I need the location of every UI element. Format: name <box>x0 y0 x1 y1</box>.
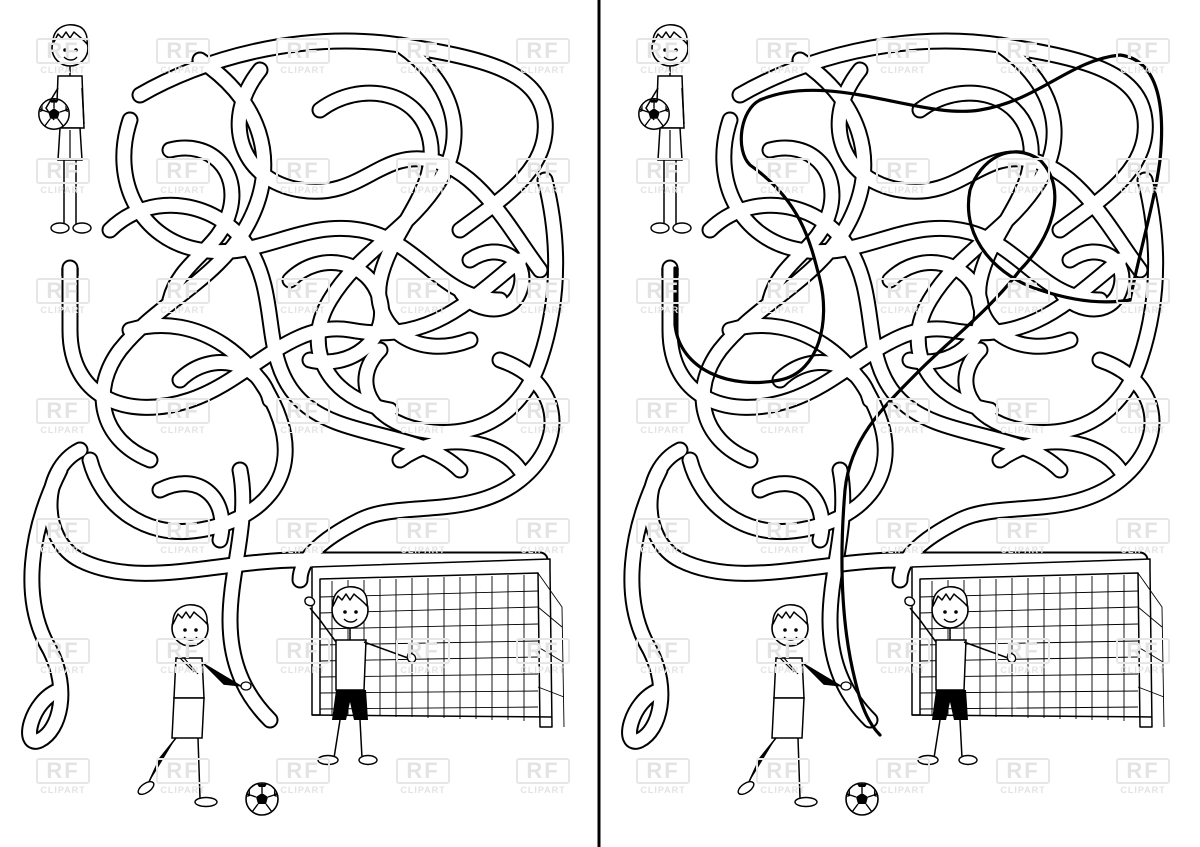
maze-panel-solution <box>630 25 1165 816</box>
maze-tangle <box>630 41 1156 741</box>
solution-path <box>673 53 1164 737</box>
maze-start-marker <box>661 268 679 276</box>
soccer-ball <box>245 782 279 816</box>
maze-panel-puzzle <box>30 25 565 816</box>
boy-holding-ball <box>639 25 691 233</box>
maze-start-marker <box>61 268 79 276</box>
soccer-ball <box>845 782 879 816</box>
boy-holding-ball <box>39 25 91 233</box>
maze-tangle <box>30 41 556 741</box>
